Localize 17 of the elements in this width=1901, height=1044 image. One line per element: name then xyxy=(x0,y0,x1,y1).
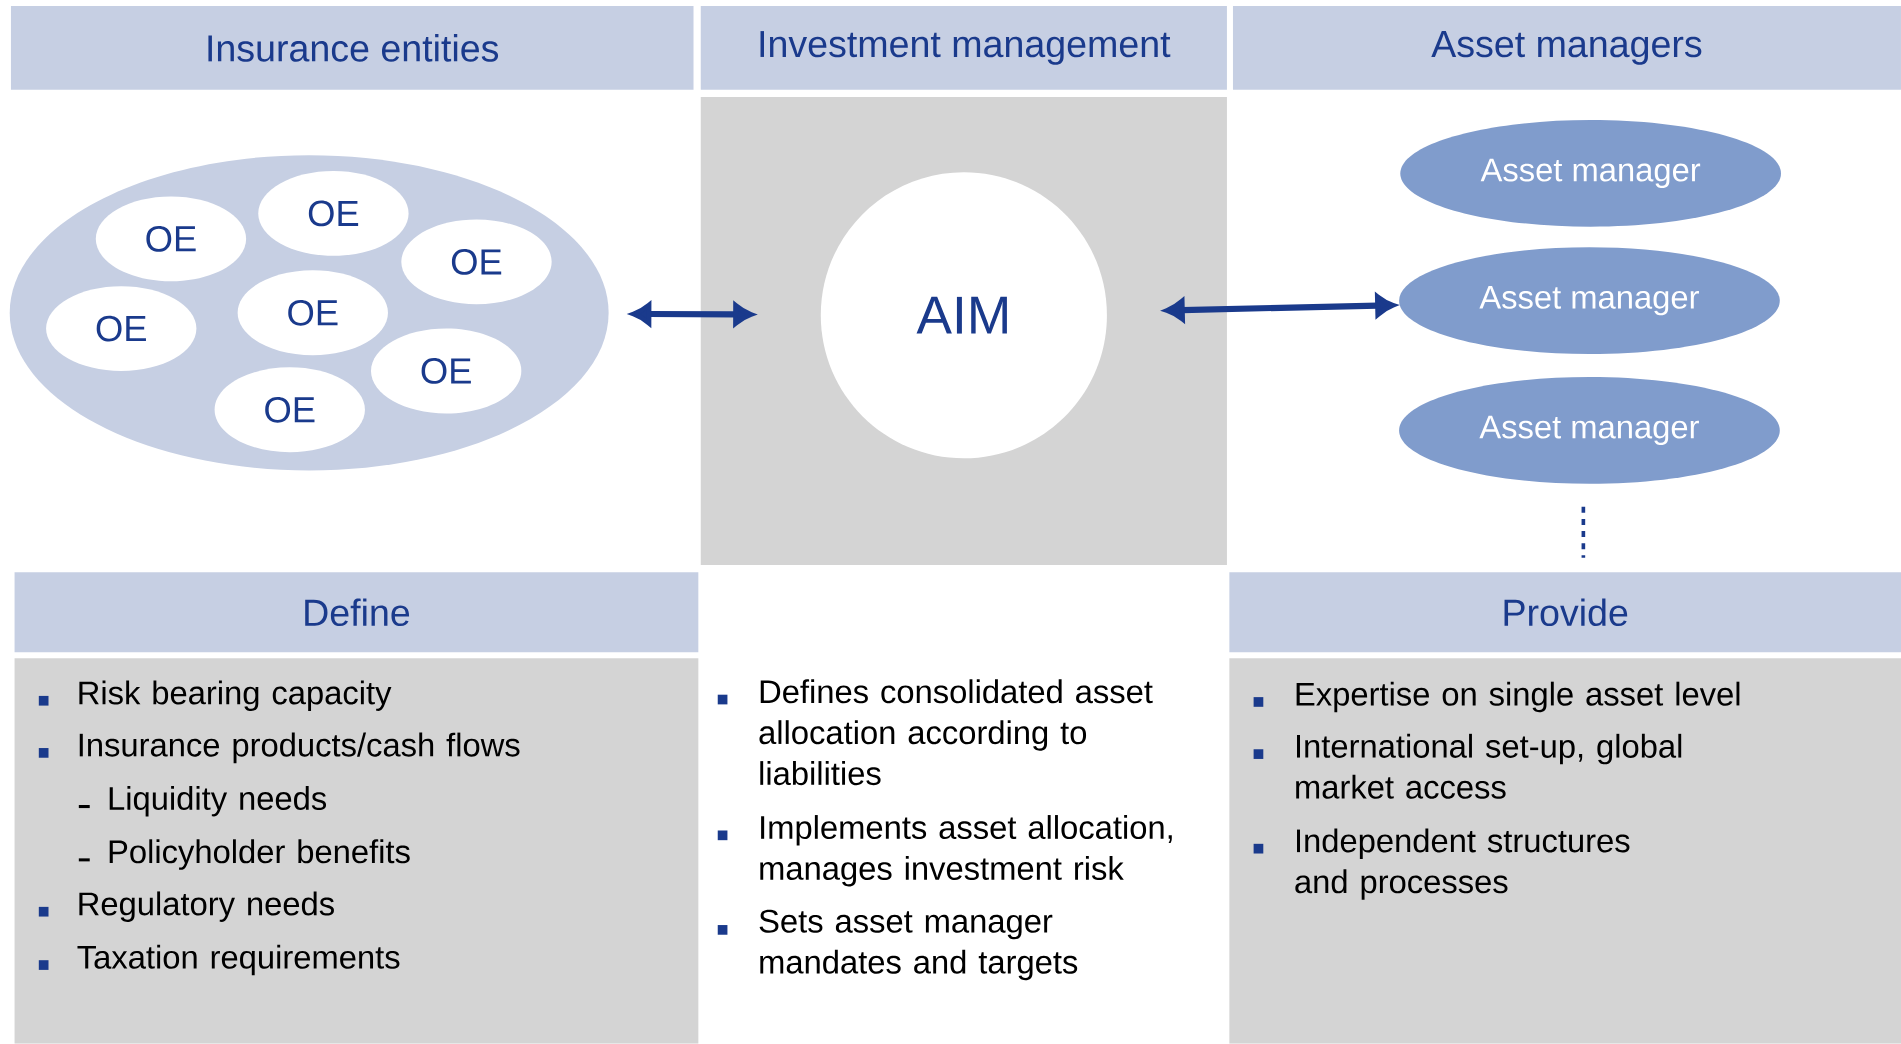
list-item: Policyholder benefits xyxy=(109,839,410,870)
list-item: Taxation requirements xyxy=(77,944,400,976)
header-bar: Define xyxy=(14,572,699,653)
list-item: Sets asset manager mandates and targets xyxy=(759,909,1078,981)
list-item: Insurance products/cash flows xyxy=(79,732,520,764)
list-item: Implements asset allocation, manages investment risk xyxy=(760,815,1172,887)
list-item: Risk bearing capacity xyxy=(79,680,392,712)
header-bar: Provide xyxy=(1229,572,1901,653)
header-bar: Asset managers xyxy=(1232,6,1901,90)
list-item: Independent structures and processes xyxy=(1295,828,1630,900)
header-bar: Insurance entities xyxy=(10,6,694,90)
list-item: Liquidity needs xyxy=(109,786,327,817)
header-bar: Investment management xyxy=(700,6,1227,90)
list-item: Defines consolidated asset allocation according to liabilities xyxy=(759,679,1153,786)
list-item: International set-up, global market access xyxy=(1296,733,1682,799)
list-item: Expertise on single asset level xyxy=(1296,681,1740,713)
list-item: Regulatory needs xyxy=(79,891,334,923)
